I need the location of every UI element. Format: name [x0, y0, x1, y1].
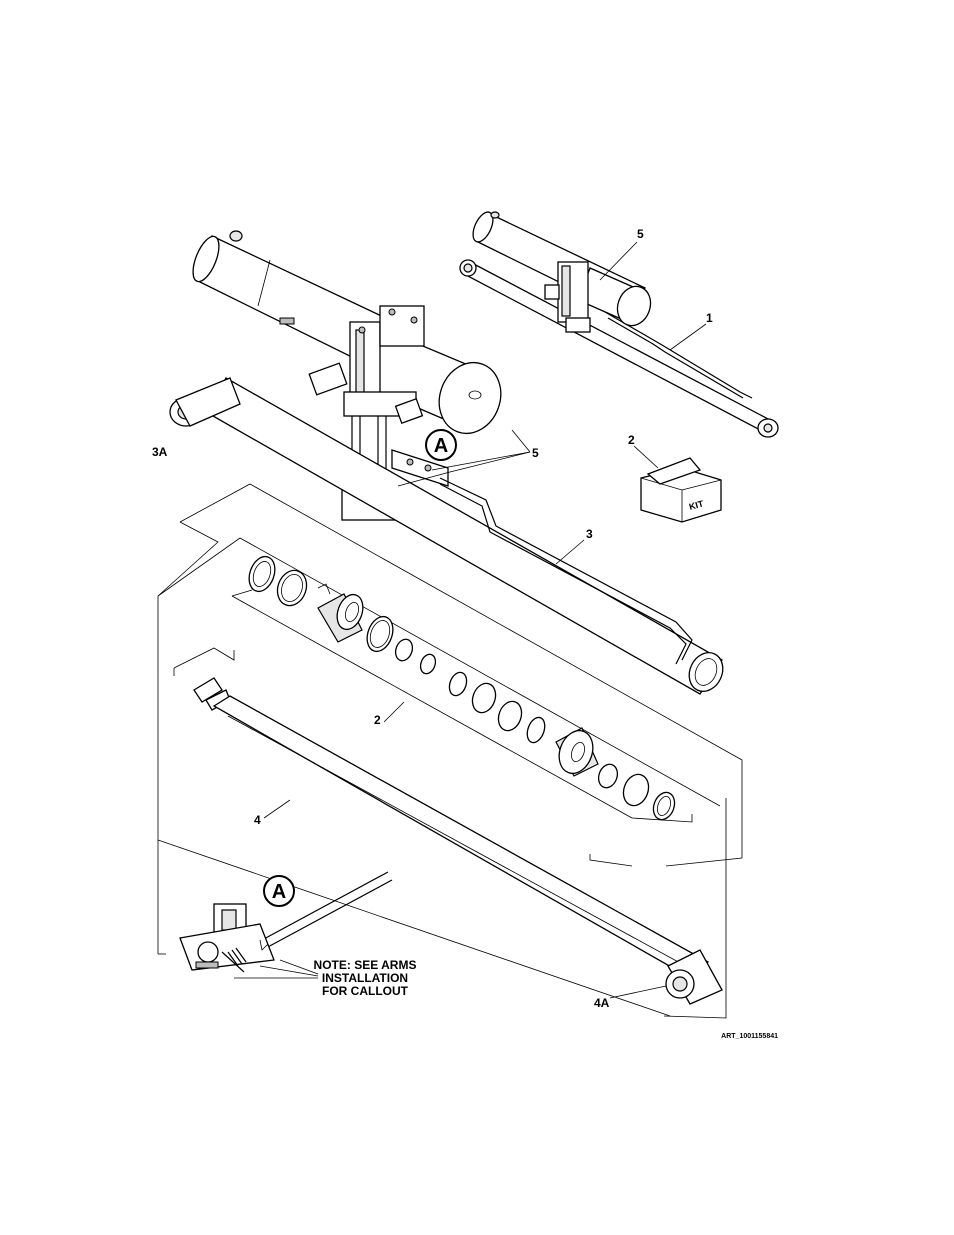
note-line-2: INSTALLATION: [322, 971, 408, 985]
detail-a-letter-inset: A: [272, 881, 286, 903]
note-line-1: NOTE: SEE ARMS: [314, 958, 417, 972]
callout-4: 4: [254, 813, 261, 827]
small-cylinder-assembly: [460, 209, 778, 437]
callout-3: 3: [586, 527, 593, 541]
callout-4a: 4A: [594, 996, 610, 1010]
note-line-3: FOR CALLOUT: [322, 984, 409, 998]
kit-box: KIT: [641, 458, 721, 522]
callout-2-kit: 2: [628, 433, 635, 447]
art-id: ART_1001155841: [721, 1033, 778, 1040]
callout-2-seals: 2: [374, 713, 381, 727]
detail-a-letter-main: A: [434, 435, 448, 457]
callout-3a: 3A: [152, 445, 168, 459]
piston-rod: [194, 678, 722, 1004]
callout-5-top: 5: [637, 227, 644, 241]
callout-5-main: 5: [532, 446, 539, 460]
callout-1: 1: [706, 311, 713, 325]
detail-circle-main: A: [426, 430, 456, 460]
detail-circle-inset: A: [264, 876, 294, 906]
